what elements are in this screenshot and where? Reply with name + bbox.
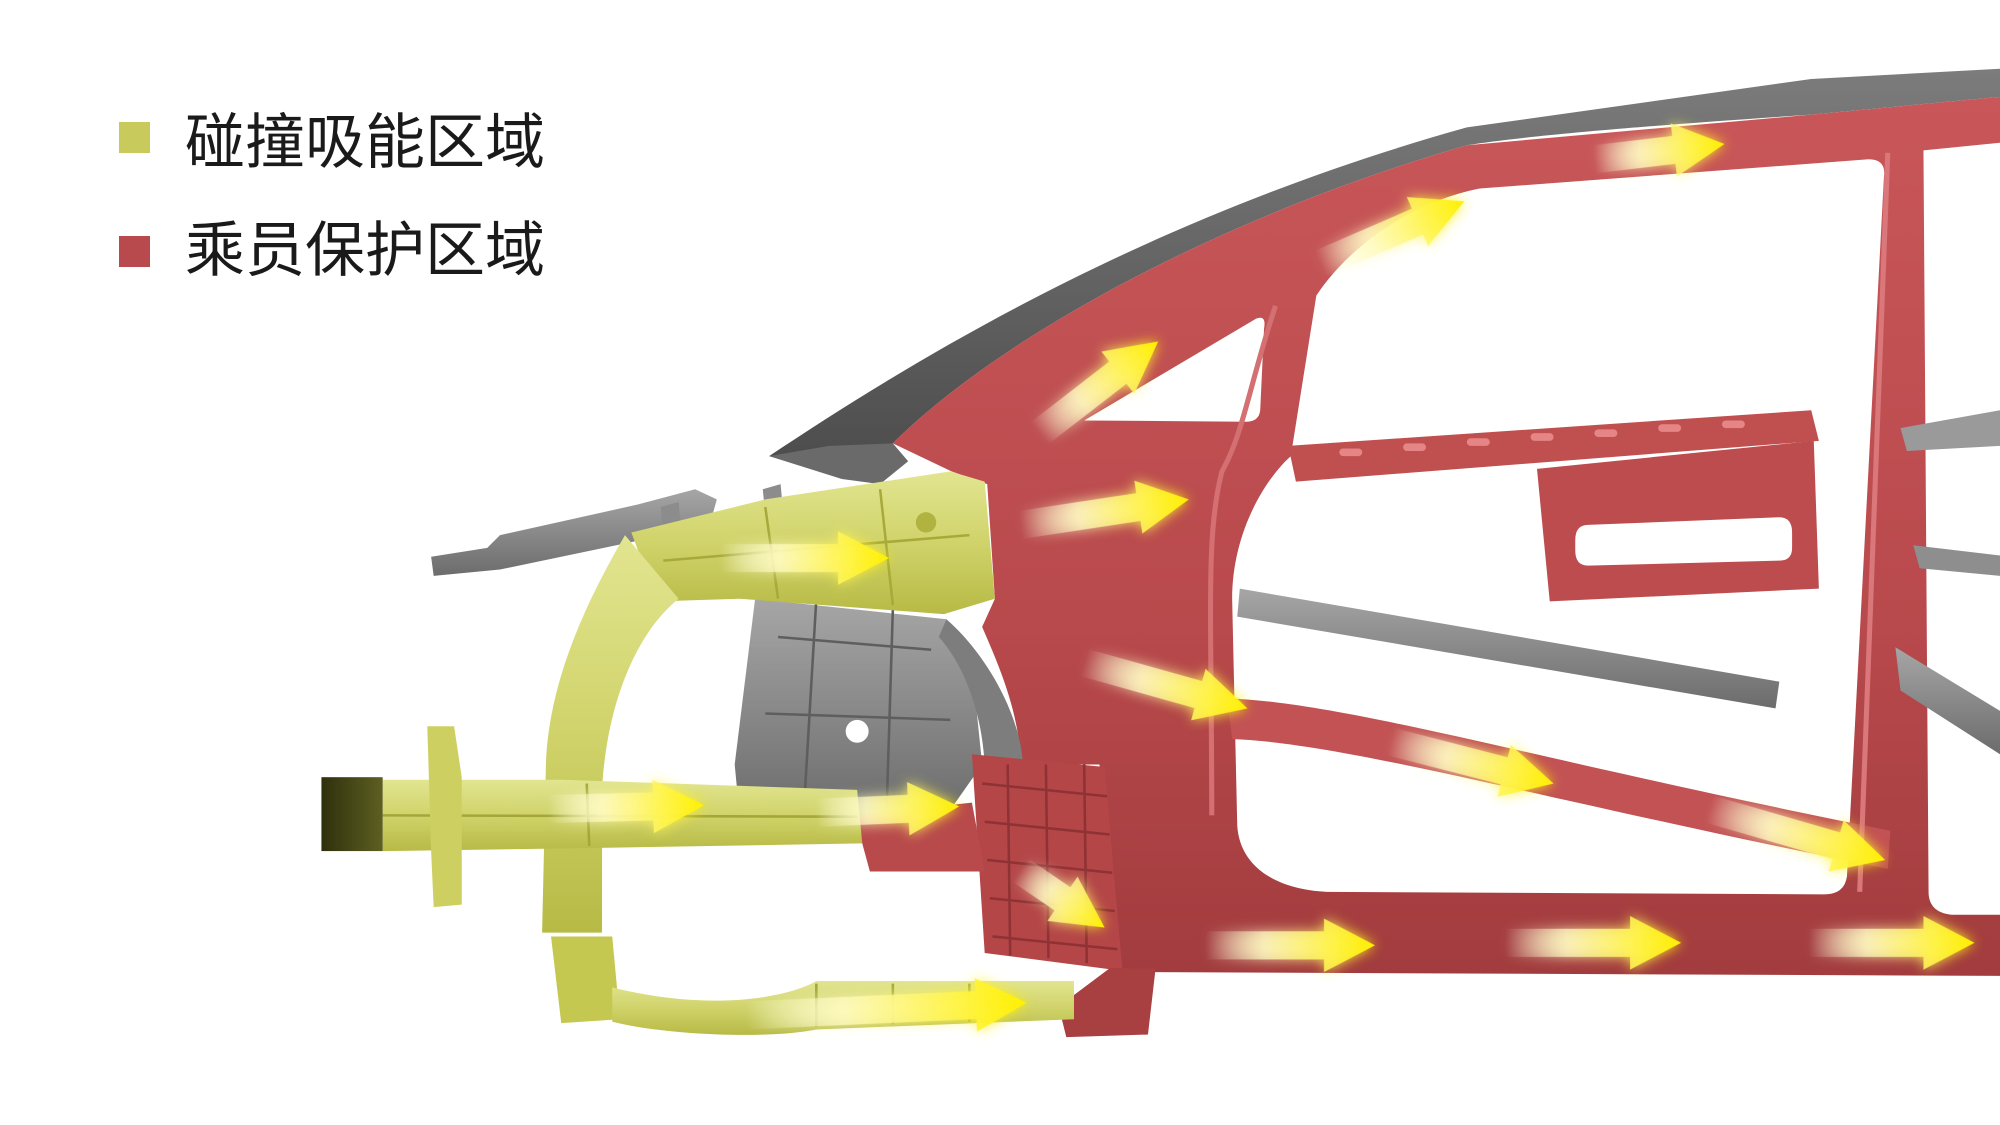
flow-arrow — [1592, 123, 1725, 177]
belt-reinforcement — [1288, 410, 1819, 482]
legend-swatch-occupant-zone — [119, 236, 150, 267]
flow-arrow — [1012, 858, 1105, 928]
wheelhouse-panel — [734, 598, 983, 818]
side-impact-beam — [1237, 588, 1780, 709]
lower-front-bracket — [1058, 968, 1156, 1038]
b-pillar-highlight — [1857, 152, 1891, 892]
flow-arrow — [1505, 916, 1682, 970]
flow-arrow — [1080, 649, 1248, 721]
legend-swatch-crash-zone — [119, 122, 150, 153]
roof-rail — [769, 68, 2000, 477]
crash-box-flange — [427, 726, 462, 908]
flow-arrow — [815, 782, 960, 836]
wheelhouse-inner-arc — [938, 619, 1023, 765]
roof-front-cap — [769, 443, 909, 485]
energy-flow-arrows — [548, 123, 1975, 1032]
front-upper-bracket — [431, 489, 717, 576]
legend-label-occupant-zone: 乘员保护区域 — [185, 216, 545, 286]
legend-label-crash-zone: 碰撞吸能区域 — [185, 108, 545, 178]
rear-beam-lower — [1895, 647, 2000, 755]
flow-arrow — [1314, 197, 1465, 277]
upper-front-rail — [631, 471, 995, 615]
occupant-protection-body — [892, 96, 2000, 976]
rear-beam-upper — [1900, 410, 2000, 452]
flow-arrow — [1018, 480, 1189, 539]
flow-arrow — [745, 978, 1027, 1032]
bumper-beam-end — [321, 777, 383, 852]
flow-arrow — [1808, 916, 1975, 970]
flow-arrow — [720, 531, 890, 585]
lower-strut-block — [551, 936, 620, 1024]
flow-arrow — [1205, 918, 1375, 973]
upper-rail-hole — [915, 512, 937, 533]
front-strut — [542, 535, 679, 933]
flow-arrow — [1030, 341, 1159, 445]
wheelhouse-hole — [845, 719, 869, 743]
flow-arrow — [1386, 727, 1554, 797]
wheelhouse-detail — [765, 598, 951, 816]
window-regulator-panel — [1536, 440, 1819, 602]
rear-beam-middle — [1913, 545, 2000, 576]
flow-arrow — [548, 779, 705, 834]
flow-arrow — [1705, 795, 1886, 872]
belt-holes — [1339, 420, 1745, 457]
